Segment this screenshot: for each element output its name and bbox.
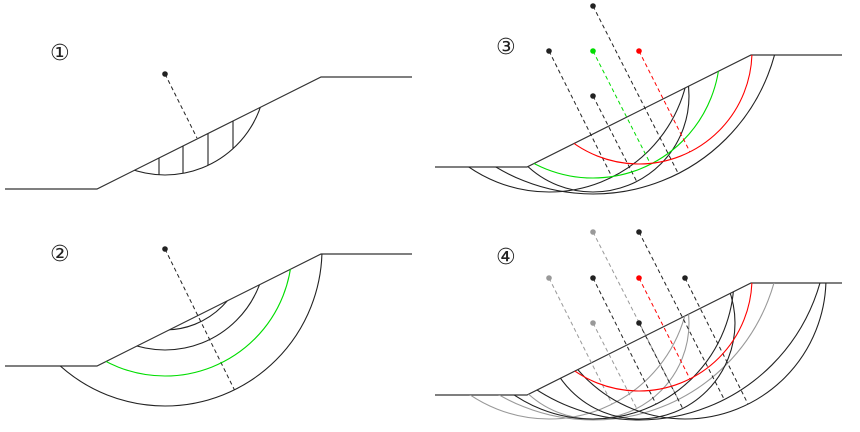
slip-circle-line	[7, 254, 323, 407]
radius-line	[638, 231, 725, 400]
circle-center-dot	[590, 48, 596, 54]
circle-center-dot	[590, 275, 596, 281]
radius-line	[592, 50, 652, 165]
slip-circle-line	[451, 283, 735, 420]
circle-center-dot	[636, 275, 642, 281]
circle-center-dot	[546, 275, 552, 281]
radius-line	[638, 50, 691, 153]
radius-line	[164, 248, 235, 391]
circle-center-dot	[546, 48, 552, 54]
panel-1	[5, 71, 412, 190]
radius-line	[638, 277, 691, 380]
radius-line	[638, 322, 684, 409]
circle-center-dot	[590, 93, 596, 99]
radius-line	[548, 277, 613, 405]
circle-center-dot	[636, 229, 642, 235]
slip-circle-line	[450, 283, 828, 421]
ground-surface	[435, 282, 842, 396]
slip-circle-critical	[525, 55, 753, 165]
radius-line	[684, 277, 749, 405]
slip-circle-line	[543, 283, 827, 420]
ground-surface	[435, 54, 842, 168]
slip-circle-inactive	[435, 283, 782, 421]
circle-center-dot	[682, 275, 688, 281]
slip-circle-selected	[465, 55, 721, 179]
circle-center-dot	[636, 48, 642, 54]
ground-surface	[5, 76, 412, 190]
slip-circle-line	[63, 77, 267, 176]
radius-line	[592, 322, 638, 409]
slip-circle-line	[435, 55, 782, 195]
radius-line	[592, 277, 657, 405]
panel-label-3: ③	[496, 35, 516, 60]
circle-center-dot	[590, 320, 596, 326]
slip-circle-selected	[37, 254, 293, 377]
circle-center-dot	[590, 229, 596, 235]
slip-circle-line	[63, 254, 267, 351]
ground-surface	[5, 253, 412, 367]
circle-center-dot	[162, 71, 168, 77]
circle-center-dot	[636, 320, 642, 326]
panel-label-2: ②	[50, 242, 70, 267]
panel-4	[435, 229, 842, 421]
radius-line	[592, 5, 679, 174]
slip-circle-critical	[525, 283, 753, 392]
slip-circle-line	[435, 55, 691, 193]
circle-center-dot	[162, 246, 168, 252]
panel-3	[435, 3, 842, 195]
radius-line	[548, 50, 613, 178]
radius-line	[592, 231, 679, 400]
radius-line	[592, 95, 638, 182]
panel-label-1: ①	[50, 41, 70, 66]
panel-label-4: ④	[496, 245, 516, 270]
radius-line	[164, 73, 198, 139]
circle-center-dot	[590, 3, 596, 9]
slip-circle-inactive	[435, 283, 691, 420]
